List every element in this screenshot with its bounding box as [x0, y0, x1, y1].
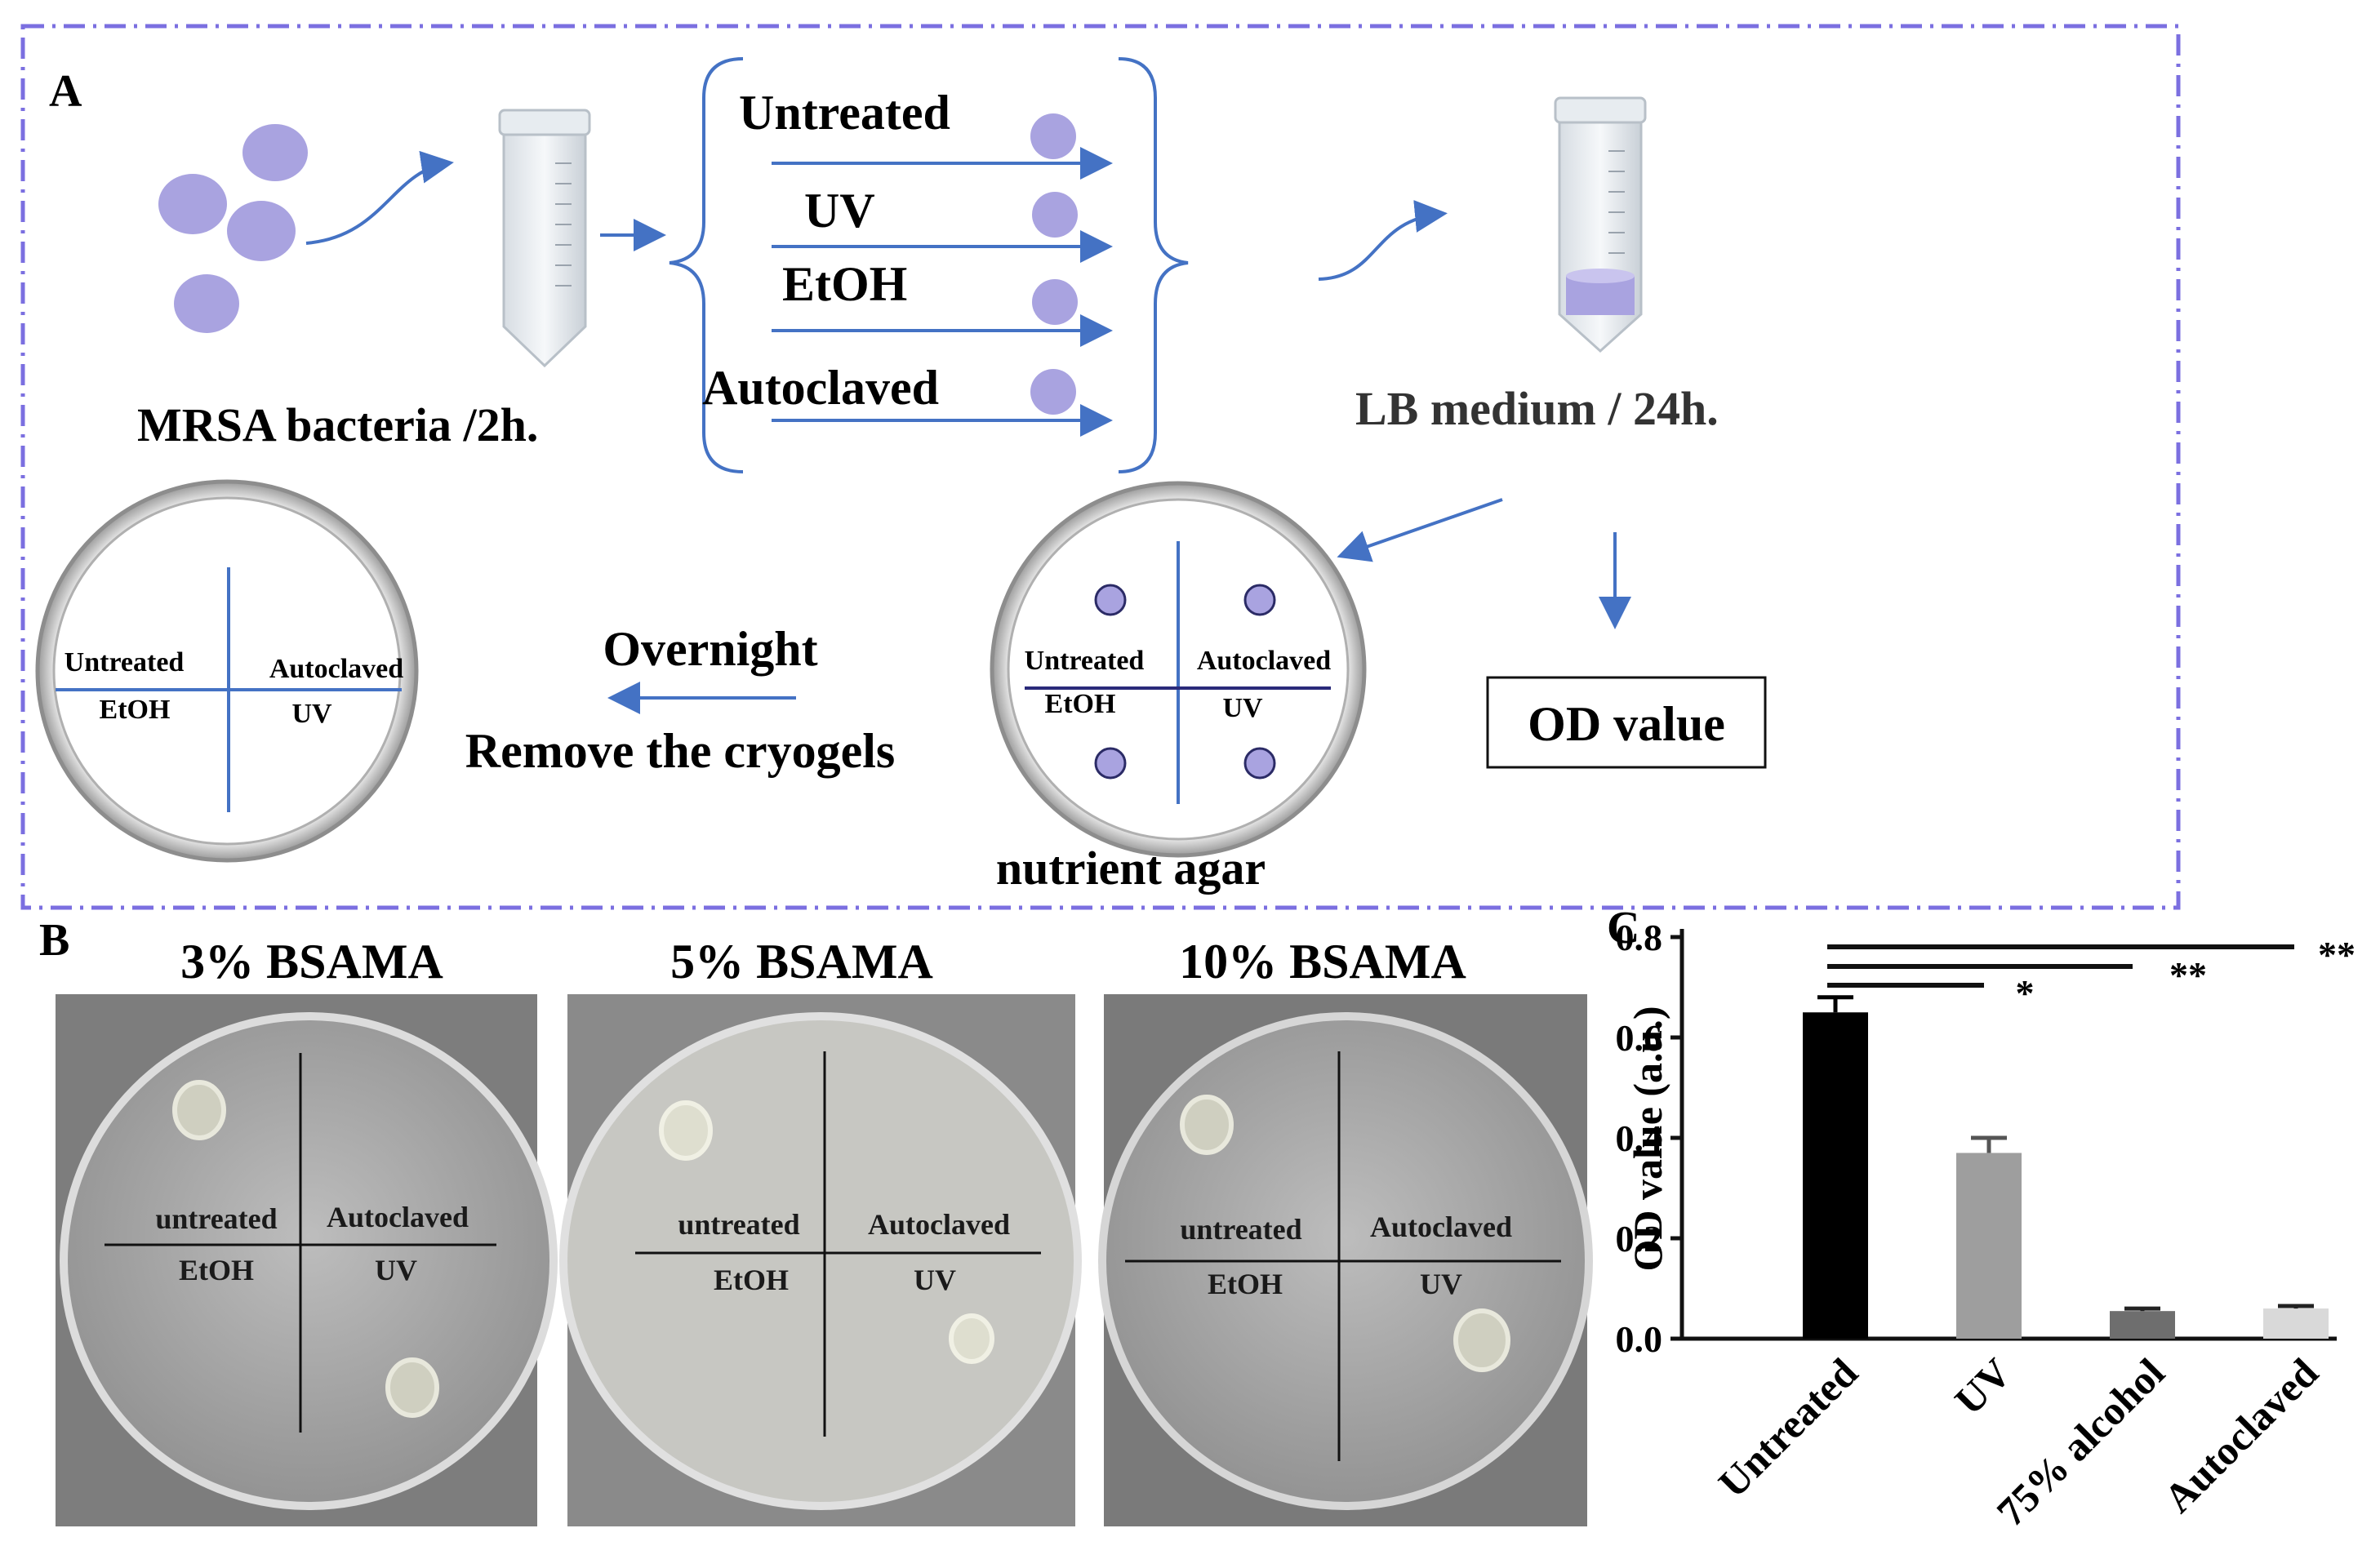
step-remove-cryogels: Remove the cryogels — [465, 724, 895, 778]
agar-caption: nutrient agar — [996, 842, 1266, 895]
plate10-top-right: Autoclaved — [1370, 1211, 1512, 1243]
plate-title-3: 3% BSAMA — [180, 935, 443, 988]
od-value-label: OD value — [1528, 697, 1725, 751]
significance-label-2: ** — [2318, 934, 2356, 975]
colony-untreated — [1030, 113, 1076, 159]
y-tick-label: 0.2 — [1616, 1218, 1663, 1259]
plate-title-10: 10% BSAMA — [1179, 935, 1466, 988]
plate5-bottom-right: UV — [914, 1264, 956, 1296]
agar-quadrant-bottom-left: EtOH — [1045, 689, 1116, 719]
centrifuge-tube-icon — [498, 109, 591, 368]
y-axis-title: OD value (a.u.) — [1625, 1006, 1670, 1272]
plate-photo-10 — [1098, 994, 1593, 1526]
y-tick-label: 0.8 — [1616, 917, 1663, 958]
colony-autoclaved — [1030, 369, 1076, 415]
plate3-top-left: untreated — [155, 1202, 277, 1235]
plate5-top-left: untreated — [678, 1208, 799, 1241]
curved-arrow-2 — [1318, 200, 1448, 281]
plate-photo-3 — [56, 994, 558, 1526]
panel-a-label: A — [49, 66, 82, 117]
result-dish — [35, 479, 419, 863]
bar-1 — [1956, 1153, 2022, 1339]
plate10-top-left: untreated — [1180, 1213, 1301, 1246]
bar-2 — [2110, 1311, 2175, 1339]
bacteria-cluster — [158, 124, 308, 333]
panel-a-frame — [20, 24, 2181, 910]
bar-3 — [2263, 1308, 2329, 1339]
medium-tube-icon — [1554, 96, 1647, 353]
result-quadrant-bottom-right: UV — [291, 699, 332, 729]
result-quadrant-bottom-left: EtOH — [100, 695, 171, 725]
plate3-bottom-right: UV — [375, 1254, 417, 1286]
y-tick-label: 0.6 — [1616, 1017, 1663, 1059]
plate-photo-5 — [559, 994, 1082, 1526]
plate3-top-right: Autoclaved — [327, 1201, 469, 1233]
plate-title-5: 5% BSAMA — [670, 935, 933, 988]
y-tick-label: 0.4 — [1616, 1117, 1663, 1159]
arrow-to-agar — [1337, 498, 1503, 562]
plate5-bottom-left: EtOH — [714, 1264, 789, 1296]
result-quadrant-top-left: Untreated — [65, 647, 185, 677]
significance-label-0: * — [2016, 972, 2035, 1014]
plate10-bottom-left: EtOH — [1208, 1268, 1283, 1300]
agar-quadrant-bottom-right: UV — [1222, 693, 1263, 723]
x-tick-label-3: Autoclaved — [2155, 1349, 2327, 1522]
panel-c-label: C — [1607, 903, 1639, 953]
significance-label-1: ** — [2169, 954, 2207, 996]
left-brace — [669, 57, 744, 473]
nutrient-agar-dish — [990, 481, 1367, 858]
result-quadrant-top-right: Autoclaved — [269, 654, 403, 684]
plate10-bottom-right: UV — [1420, 1268, 1462, 1300]
x-tick-label-1: UV — [1946, 1349, 2020, 1424]
od-bar-chart: 0.0 0.2 0.4 0.6 0.8 OD value (a.u.) Untreated U… — [1616, 917, 2356, 1535]
plate3-bottom-left: EtOH — [179, 1254, 254, 1286]
treatment-autoclaved: Autoclaved — [702, 361, 939, 415]
treatment-etoh: EtOH — [782, 257, 907, 311]
x-tick-label-0: Untreated — [1710, 1349, 1866, 1506]
treatment-untreated: Untreated — [739, 86, 950, 140]
right-brace — [1118, 57, 1189, 473]
colony-uv — [1032, 192, 1078, 238]
agar-quadrant-top-left: Untreated — [1025, 646, 1145, 676]
step-overnight: Overnight — [603, 622, 817, 676]
medium-caption: LB medium / 24h. — [1355, 382, 1719, 435]
x-tick-label-2: 75% alcohol — [1988, 1349, 2173, 1535]
panel-b-label: B — [39, 915, 69, 966]
y-tick-label: 0.0 — [1616, 1318, 1663, 1360]
plate5-top-right: Autoclaved — [868, 1208, 1010, 1241]
agar-quadrant-top-right: Autoclaved — [1197, 646, 1331, 676]
od-value-box — [1486, 676, 1767, 769]
curved-arrow-1 — [305, 150, 454, 245]
bacteria-caption: MRSA bacteria /2h. — [137, 398, 538, 451]
bar-0 — [1803, 1012, 1868, 1339]
treatment-uv: UV — [804, 184, 875, 238]
colony-etoh — [1032, 279, 1078, 325]
